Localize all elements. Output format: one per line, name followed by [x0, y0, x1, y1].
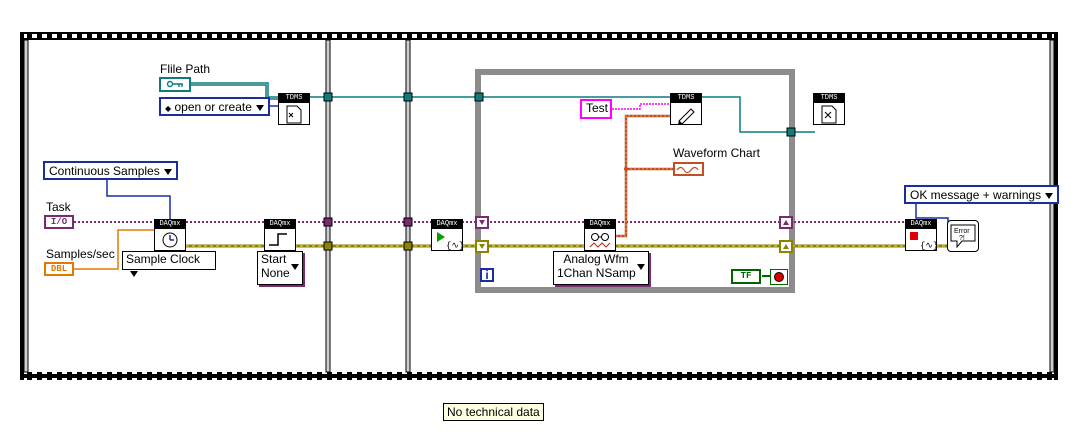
task-terminal[interactable]: I/O — [44, 215, 74, 229]
waveform-wire — [616, 114, 674, 238]
stop-boolean-control[interactable]: TF — [731, 269, 761, 284]
tdms-ref-wire — [310, 96, 815, 133]
daqmx-timing-node[interactable]: DAQmx — [154, 219, 186, 251]
file-path-wire — [190, 82, 280, 100]
file-close-icon — [821, 105, 837, 124]
sample-mode-wire — [106, 179, 171, 220]
file-path-control[interactable] — [159, 77, 191, 92]
daqmx-trigger-node[interactable]: DAQmx — [264, 219, 296, 251]
chevron-down-icon — [130, 270, 138, 277]
tooltip: No technical data — [443, 403, 544, 421]
stop-icon — [774, 272, 784, 282]
simple-error-handler-node[interactable]: Error?! — [947, 220, 979, 252]
svg-text:?!: ?! — [959, 235, 965, 242]
glasses-icon — [589, 233, 611, 248]
tdms-close-node[interactable]: TDMS — [813, 93, 845, 125]
loop-condition-terminal[interactable] — [770, 269, 788, 285]
file-open-icon — [286, 105, 302, 124]
trigger-selector[interactable]: Start None — [257, 251, 303, 285]
trigger-edge-icon — [269, 233, 287, 246]
loop-iteration-terminal: i — [480, 268, 494, 282]
svg-text:{∿}: {∿} — [446, 241, 462, 251]
rate-label: Samples/sec — [46, 247, 115, 261]
chevron-down-icon — [255, 104, 264, 111]
sequence-tunnels — [323, 92, 796, 251]
open-mode-constant[interactable]: ◆ open or create — [159, 97, 270, 116]
daqmx-read-node[interactable]: DAQmx — [584, 219, 616, 251]
pencil-icon — [678, 108, 695, 125]
daqmx-clear-node[interactable]: DAQmx {∿} — [905, 219, 938, 251]
chevron-down-icon — [163, 168, 172, 175]
daqmx-start-node[interactable]: DAQmx {∿} — [431, 219, 464, 251]
play-icon: {∿} — [437, 232, 464, 251]
read-selector[interactable]: Analog Wfm 1Chan NSamp — [553, 251, 649, 285]
flat-sequence-structure[interactable] — [20, 32, 1058, 380]
path-icon — [166, 80, 183, 88]
tdms-open-node[interactable]: TDMS — [278, 93, 310, 125]
rate-terminal[interactable]: DBL — [44, 262, 74, 276]
svg-text:Error: Error — [954, 228, 970, 235]
chevron-down-icon — [637, 264, 645, 270]
waveform-chart-terminal[interactable] — [673, 162, 704, 176]
error-mode-constant[interactable]: OK message + warnings — [904, 185, 1060, 204]
error-bubble-icon: Error?! — [950, 224, 976, 249]
task-label: Task — [46, 200, 71, 214]
waveform-chart-label: Waveform Chart — [673, 146, 760, 160]
stop-square-icon: {∿} — [910, 232, 938, 251]
clock-icon — [162, 232, 178, 248]
sample-mode-constant[interactable]: Continuous Samples — [43, 161, 178, 180]
svg-text:{∿}: {∿} — [920, 241, 936, 251]
shift-registers — [475, 216, 793, 253]
increment-decrement-icon: ◆ — [165, 104, 172, 113]
test-string-constant[interactable]: Test — [580, 99, 612, 119]
chevron-down-icon — [291, 264, 299, 270]
chevron-down-icon — [1045, 192, 1054, 199]
waveform-icon — [676, 166, 699, 174]
while-loop-structure[interactable] — [475, 69, 795, 293]
file-path-label: Flile Path — [160, 62, 211, 76]
string-wire — [612, 103, 670, 110]
rate-wire — [74, 229, 155, 270]
tdms-write-node[interactable]: TDMS — [670, 93, 702, 125]
sample-clock-selector[interactable]: Sample Clock — [122, 251, 216, 277]
